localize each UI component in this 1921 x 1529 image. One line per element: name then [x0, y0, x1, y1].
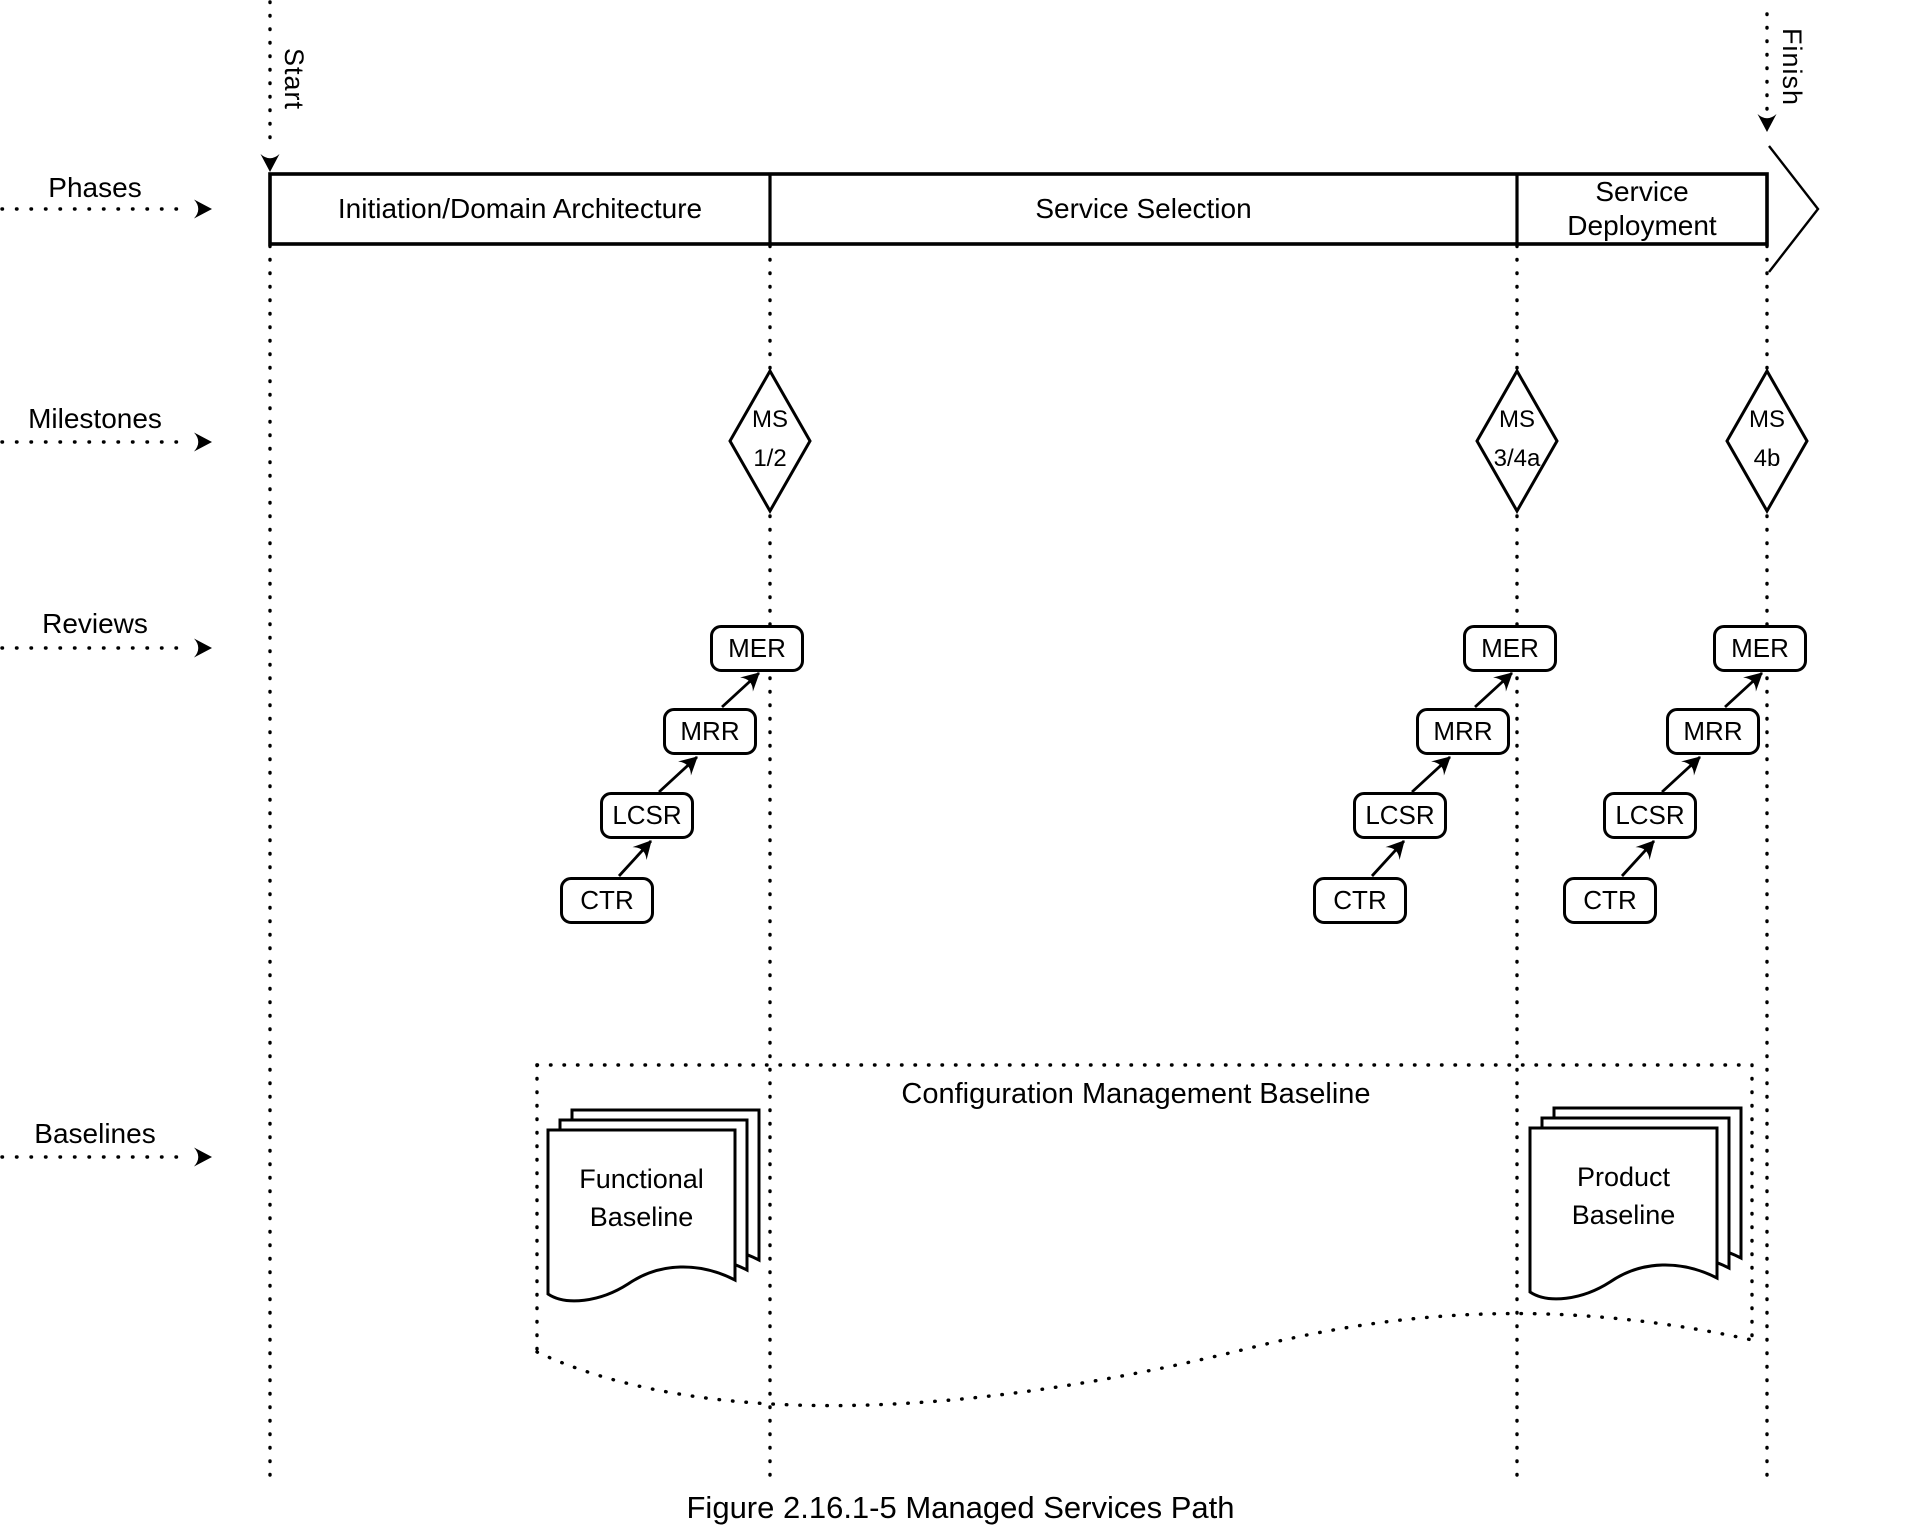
phase-service-deployment: Service Deployment — [1567, 176, 1717, 241]
finish-label: Finish — [1777, 28, 1807, 107]
milestone-number: 1/2 — [753, 445, 787, 472]
row-label-reviews: Reviews — [42, 608, 148, 639]
timeline-end-chevron — [1768, 145, 1820, 273]
review-box-mer: MER — [710, 625, 804, 672]
milestone-code: MS — [1499, 406, 1535, 433]
milestone-code: MS — [752, 406, 788, 433]
document-title-line: Functional — [579, 1164, 704, 1194]
review-box-lcsr: LCSR — [600, 792, 694, 839]
review-box-mrr: MRR — [663, 708, 757, 755]
row-label-baselines: Baselines — [34, 1118, 156, 1149]
review-box-ctr: CTR — [1313, 877, 1407, 924]
milestone-number: 4b — [1753, 445, 1781, 472]
review-box-mrr: MRR — [1666, 708, 1760, 755]
milestone-diamonds — [728, 367, 1809, 515]
functional-baseline-label: Functional Baseline — [548, 1160, 735, 1236]
milestone-code: MS — [1749, 406, 1785, 433]
row-label-milestones: Milestones — [28, 403, 162, 434]
review-box-mrr: MRR — [1416, 708, 1510, 755]
configuration-baseline-region — [535, 1063, 1754, 1408]
connector-arrowheads — [194, 114, 1777, 1167]
review-box-mer: MER — [1713, 625, 1807, 672]
review-box-lcsr: LCSR — [1353, 792, 1447, 839]
review-box-mer: MER — [1463, 625, 1557, 672]
figure-caption: Figure 2.16.1-5 Managed Services Path — [686, 1490, 1235, 1525]
document-title-line: Baseline — [1571, 1200, 1676, 1230]
review-box-ctr: CTR — [560, 877, 654, 924]
phases-bar — [268, 145, 1820, 273]
milestone-number: 3/4a — [1493, 445, 1541, 472]
phase-service-selection: Service Selection — [1035, 193, 1252, 225]
document-title-line: Baseline — [589, 1202, 694, 1232]
milestone-diamond-1 — [728, 367, 812, 515]
start-label: Start — [279, 48, 309, 111]
configuration-management-baseline-label: Configuration Management Baseline — [901, 1078, 1371, 1110]
milestone-diamond-2 — [1475, 367, 1559, 515]
document-title-line: Product — [1576, 1162, 1671, 1192]
review-box-ctr: CTR — [1563, 877, 1657, 924]
row-connectors — [0, 207, 192, 1159]
milestone-ms-1-2: MS 1/2 — [720, 400, 820, 478]
milestone-ms-4b: MS 4b — [1717, 400, 1817, 478]
functional-baseline-document-icon — [546, 1108, 761, 1303]
phase-initiation-domain-architecture: Initiation/Domain Architecture — [337, 193, 703, 225]
product-baseline-document-icon — [1528, 1106, 1743, 1301]
product-baseline-label: Product Baseline — [1530, 1158, 1717, 1234]
row-label-phases: Phases — [48, 172, 142, 203]
review-box-lcsr: LCSR — [1603, 792, 1697, 839]
review-chain-arrows — [617, 671, 1763, 877]
milestone-diamond-3 — [1725, 367, 1809, 515]
milestone-ms-3-4a: MS 3/4a — [1467, 400, 1567, 478]
